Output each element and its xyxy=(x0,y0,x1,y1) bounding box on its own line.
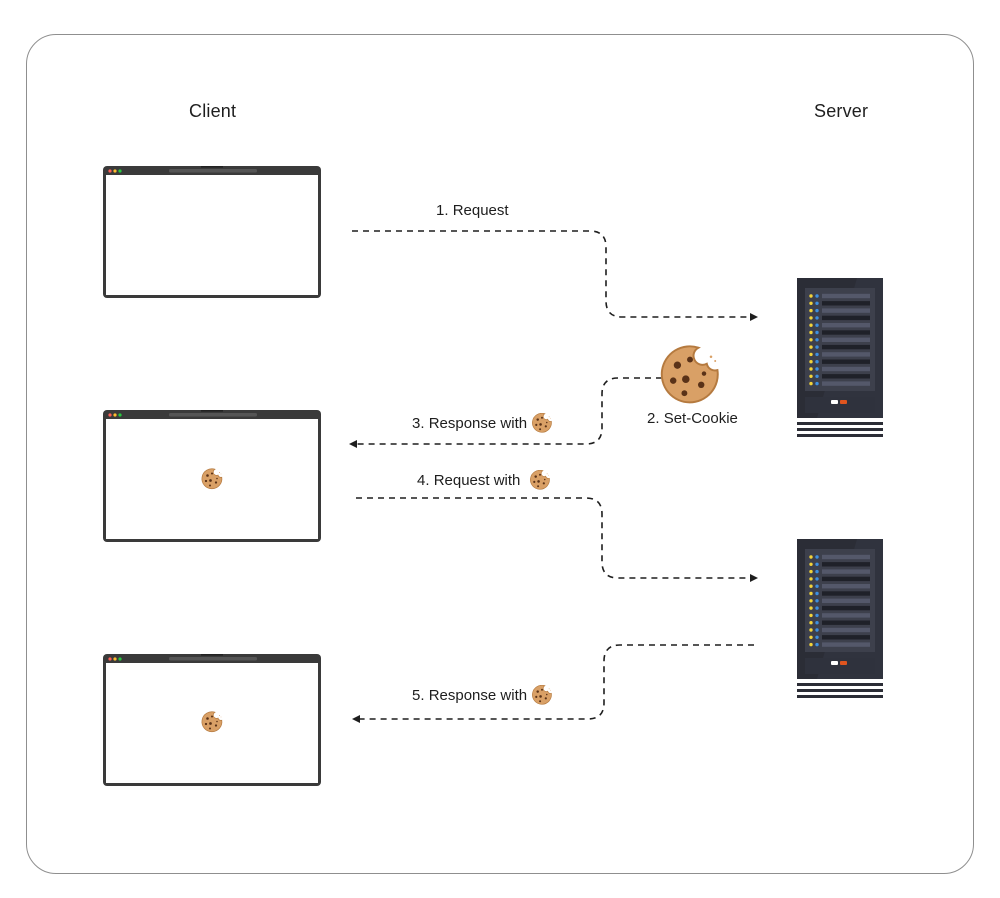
step-2-number: 2. xyxy=(647,410,660,427)
step-1-text: Request xyxy=(452,202,509,219)
arrowhead xyxy=(750,313,758,321)
arrow-step-3 xyxy=(355,377,662,445)
step-4-text: Request with xyxy=(433,471,521,489)
client-heading: Client xyxy=(189,101,237,121)
arrow-step-5 xyxy=(358,644,754,720)
step-2-text: Set-Cookie xyxy=(663,410,738,427)
browser-window-1 xyxy=(103,166,321,298)
arrowhead xyxy=(750,574,758,582)
step-5-number: 5. xyxy=(412,686,425,704)
arrowhead xyxy=(352,715,360,723)
arrowhead xyxy=(349,440,357,448)
step-2-label: 2. Set-Cookie xyxy=(647,410,738,427)
arrow-step-4 xyxy=(356,497,752,579)
step-5-label: 5. Response with xyxy=(412,685,552,705)
cookie-icon xyxy=(529,470,550,490)
step-3-text: Response with xyxy=(428,414,528,432)
step-3-number: 3. xyxy=(412,414,425,432)
step-3-label: 3. Response with xyxy=(412,413,552,433)
cookie-icon xyxy=(532,685,552,705)
step-1-number: 1. xyxy=(436,202,449,219)
cookie-icon xyxy=(532,413,552,433)
step-4-number: 4. xyxy=(417,471,430,489)
step-5-text: Response with xyxy=(428,686,528,704)
step-1-label: 1. Request xyxy=(436,202,509,219)
server-rack-2 xyxy=(797,539,883,698)
server-heading: Server xyxy=(814,101,869,121)
arrow-step-1 xyxy=(352,230,752,318)
step-4-label: 4. Request with xyxy=(417,470,550,490)
server-rack-1 xyxy=(797,278,883,437)
cookie-icon xyxy=(660,345,719,404)
